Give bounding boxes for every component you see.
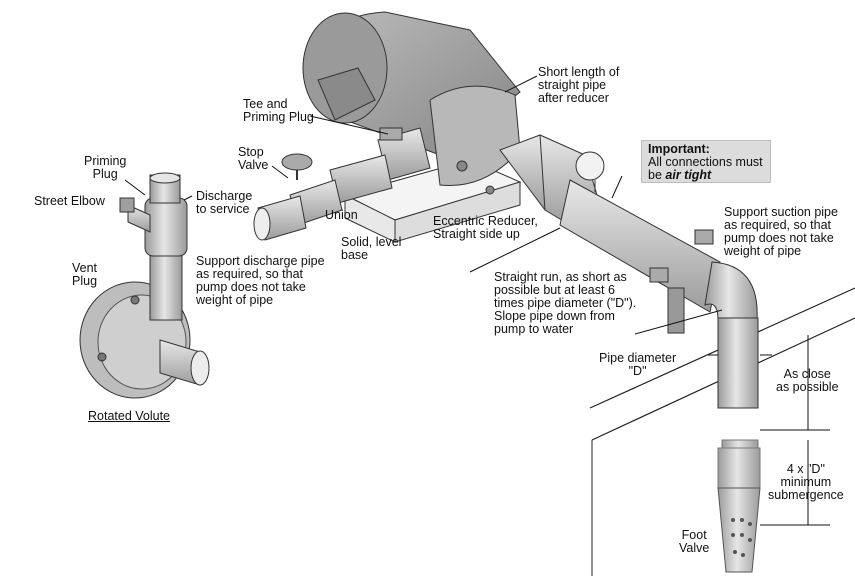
stop-valve-label: Stop Valve (238, 145, 269, 172)
pipe-diameter-label: Pipe diameter "D" (599, 351, 677, 378)
discharge-assembly (253, 127, 431, 241)
dimension-lines (124, 75, 830, 526)
street-elbow-label: Street Elbow (34, 194, 105, 208)
support-discharge-label: Support discharge pipe as required, so t… (196, 254, 325, 307)
priming-plug-label: Priming Plug (84, 154, 127, 181)
important-line-2-prefix: be (648, 168, 666, 182)
support-suction-label: Support suction pipe as required, so tha… (724, 205, 838, 258)
important-heading: Important: (648, 142, 710, 156)
suction-pipe (499, 134, 761, 573)
pump-motor (302, 11, 521, 195)
tee-priming-plug-label: Tee and Priming Plug (243, 97, 314, 124)
straight-run-label: Straight run, as short as possible but a… (494, 270, 637, 336)
submergence-label: 4 x "D" minimum submergence (768, 462, 844, 502)
rotated-volute-drawing (79, 172, 210, 399)
vent-plug-label: Vent Plug (72, 261, 98, 288)
eccentric-reducer-label: Eccentric Reducer, Straight side up (433, 214, 538, 241)
rotated-volute-label: Rotated Volute (88, 409, 171, 423)
important-emphasis: air tight (665, 168, 712, 182)
important-line-1: All connections must (648, 155, 763, 169)
solid-base-label: Solid, level base (341, 235, 402, 262)
short-length-label: Short length of straight pipe after redu… (538, 65, 620, 105)
union-label: Union (325, 208, 358, 222)
foot-valve-label: Foot Valve (679, 528, 710, 555)
important-note: Important: All connections must be air t… (641, 140, 771, 183)
as-close-label: As close as possible (776, 367, 839, 394)
discharge-to-service-label: Discharge to service (196, 189, 253, 216)
